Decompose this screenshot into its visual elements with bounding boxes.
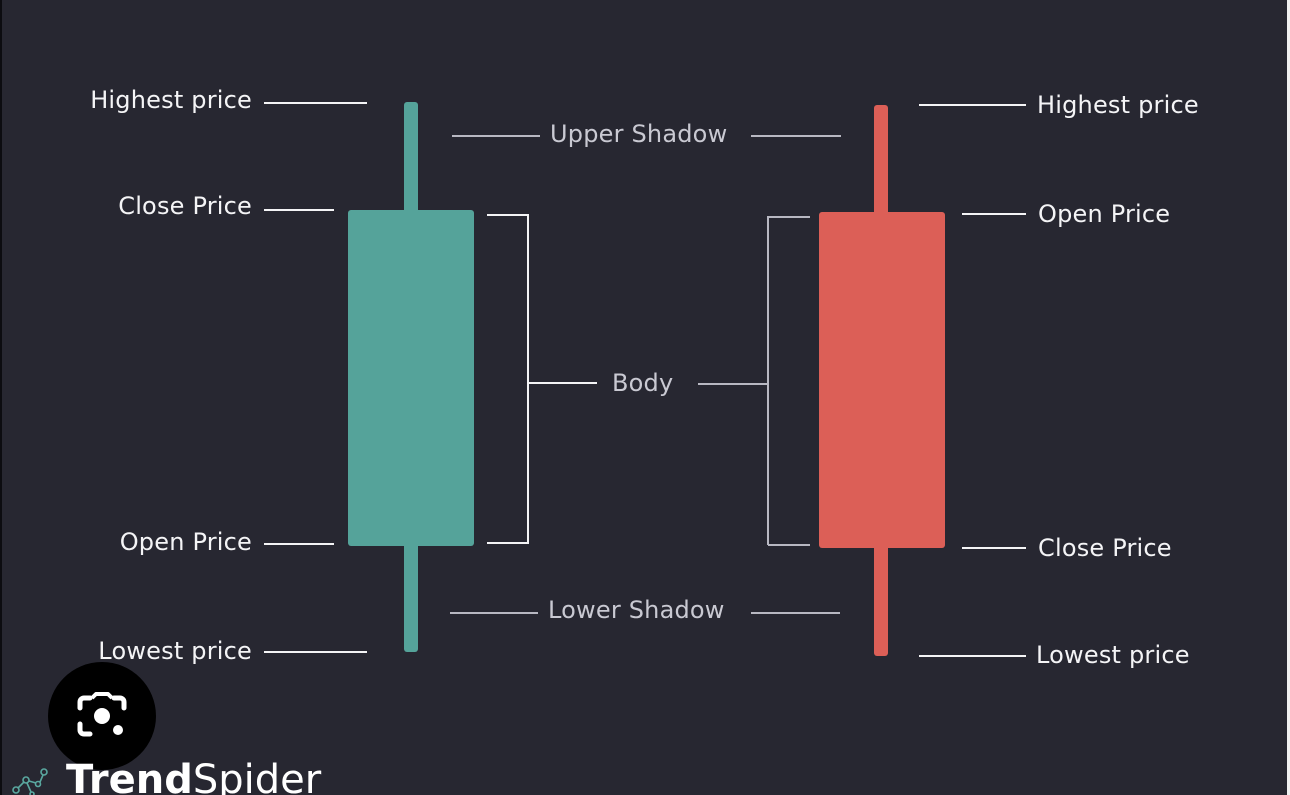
left-candle-body — [348, 210, 474, 546]
right-candle-lower-wick — [874, 544, 888, 656]
left-close-label: Close Price — [118, 192, 252, 220]
upper-shadow-line-left — [452, 135, 540, 137]
right-bracket-pointer — [698, 383, 768, 385]
frame-right-edge — [1287, 0, 1290, 795]
left-bracket-vertical — [527, 214, 529, 544]
right-high-label: Highest price — [1037, 91, 1199, 119]
spider-dots-icon — [12, 768, 48, 795]
right-open-line — [962, 213, 1026, 215]
left-candle-lower-wick — [404, 542, 418, 652]
left-low-line — [264, 651, 367, 653]
brand-part-trend: Trend — [66, 757, 193, 795]
left-open-label: Open Price — [119, 528, 252, 556]
right-bracket-top — [768, 216, 810, 218]
lower-shadow-label: Lower Shadow — [548, 596, 725, 624]
lens-search-button[interactable] — [48, 662, 156, 770]
right-close-line — [962, 547, 1026, 549]
lower-shadow-line-right — [751, 612, 840, 614]
upper-shadow-line-right — [751, 135, 841, 137]
brand-wordmark: TrendSpider — [66, 760, 321, 795]
camera-lens-icon — [77, 692, 127, 737]
right-bracket-vertical — [767, 216, 769, 545]
left-close-line — [264, 209, 334, 211]
left-low-label: Lowest price — [98, 637, 252, 665]
left-open-line — [264, 543, 334, 545]
right-candle-upper-wick — [874, 105, 888, 217]
right-high-line — [919, 104, 1026, 106]
left-high-label: Highest price — [90, 86, 252, 114]
lower-shadow-line-left — [450, 612, 538, 614]
right-close-label: Close Price — [1038, 534, 1172, 562]
left-high-line — [264, 102, 367, 104]
upper-shadow-label: Upper Shadow — [550, 120, 728, 148]
left-bracket-bottom — [487, 542, 529, 544]
right-open-label: Open Price — [1038, 200, 1171, 228]
right-low-line — [919, 655, 1026, 657]
right-bracket-bottom — [768, 544, 810, 546]
left-bracket-pointer — [529, 382, 597, 384]
body-label: Body — [612, 369, 674, 397]
frame-left-edge — [0, 0, 2, 795]
left-bracket-top — [487, 214, 529, 216]
left-candle-upper-wick — [404, 102, 418, 214]
brand-part-spider: Spider — [192, 757, 322, 795]
right-candle-body — [819, 212, 945, 548]
right-low-label: Lowest price — [1036, 641, 1190, 669]
